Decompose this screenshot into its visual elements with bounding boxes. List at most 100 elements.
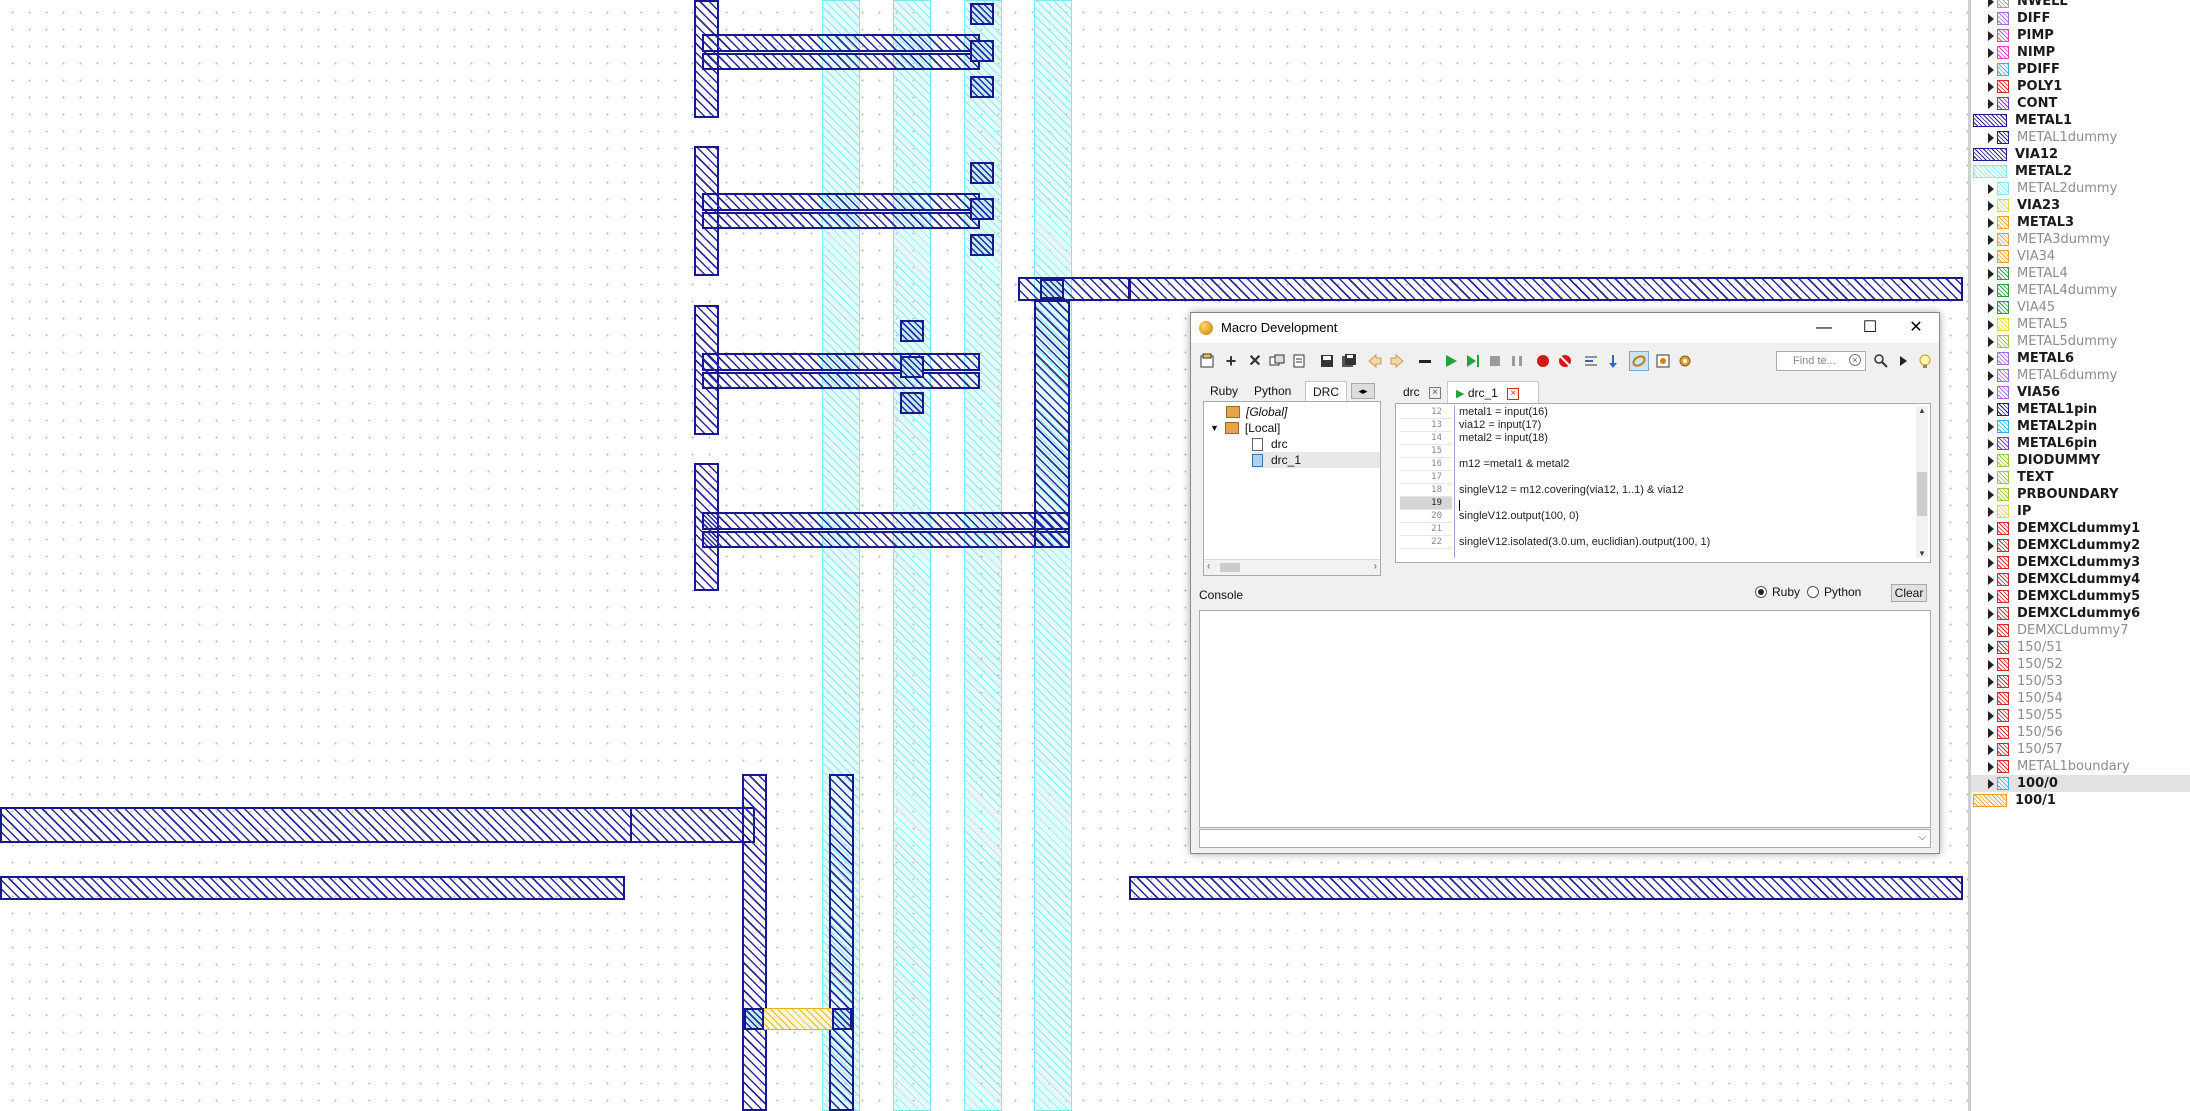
layer-swatch-icon[interactable] <box>1997 488 2009 501</box>
forward-icon[interactable] <box>1387 351 1407 371</box>
expand-arrow-icon[interactable] <box>1988 472 1994 483</box>
radio-indicator[interactable] <box>1807 586 1819 598</box>
layer-row[interactable]: IP <box>1971 503 2190 520</box>
expand-arrow-icon[interactable] <box>1988 659 1994 670</box>
back-icon[interactable] <box>1365 351 1385 371</box>
layer-swatch-icon[interactable] <box>1997 0 2009 8</box>
clear-button[interactable]: Clear <box>1891 584 1927 602</box>
metal1-shape[interactable] <box>702 34 980 52</box>
layer-swatch-icon[interactable] <box>1973 794 2007 807</box>
layer-swatch-icon[interactable] <box>1997 471 2009 484</box>
expand-arrow-icon[interactable] <box>1988 200 1994 211</box>
expand-arrow-icon[interactable] <box>1988 217 1994 228</box>
metal1-shape[interactable] <box>0 876 625 900</box>
via12-shape[interactable] <box>900 356 924 378</box>
expand-arrow-icon[interactable] <box>1988 778 1994 789</box>
scroll-right-icon[interactable]: › <box>1373 561 1377 572</box>
layer-row[interactable]: VIA12 <box>1971 146 2190 163</box>
expand-arrow-icon[interactable] <box>1988 81 1994 92</box>
code-line[interactable]: metal1 = input(16) <box>1459 406 1548 418</box>
expand-arrow-icon[interactable] <box>1988 693 1994 704</box>
layer-row[interactable]: DEMXCLdummy4 <box>1971 571 2190 588</box>
expand-arrow-icon[interactable] <box>1988 574 1994 585</box>
metal1-shape[interactable] <box>702 212 980 229</box>
layer-swatch-icon[interactable] <box>1997 556 2009 569</box>
find-next-icon[interactable] <box>1893 351 1913 371</box>
save-all-icon[interactable] <box>1339 351 1359 371</box>
settings-icon[interactable] <box>1675 351 1695 371</box>
layer-row[interactable]: DEMXCLdummy1 <box>1971 520 2190 537</box>
layer-row[interactable]: DEMXCLdummy2 <box>1971 537 2190 554</box>
tab-drc[interactable]: DRC <box>1305 381 1347 402</box>
expand-arrow-icon[interactable] <box>1988 64 1994 75</box>
layer-swatch-icon[interactable] <box>1997 760 2009 773</box>
expand-arrow-icon[interactable] <box>1988 98 1994 109</box>
layer-row[interactable]: 100/1 <box>1971 792 2190 809</box>
code-area[interactable]: metal1 = input(16)via12 = input(17)metal… <box>1454 406 1911 558</box>
layer-row[interactable]: METAL6 <box>1971 350 2190 367</box>
layer-swatch-icon[interactable] <box>1997 590 2009 603</box>
python-radio[interactable]: Python <box>1807 585 1861 599</box>
metal2-shape[interactable] <box>1034 0 1072 1111</box>
layer-row[interactable]: META3dummy <box>1971 231 2190 248</box>
layer-swatch-icon[interactable] <box>1973 165 2007 178</box>
layer-swatch-icon[interactable] <box>1997 777 2009 790</box>
layer-swatch-icon[interactable] <box>1997 301 2009 314</box>
metal2-shape[interactable] <box>964 0 1002 1111</box>
metal1-shape[interactable] <box>702 53 980 70</box>
expand-arrow-icon[interactable] <box>1988 608 1994 619</box>
tree-item-global[interactable]: [Global] <box>1226 404 1287 420</box>
expand-arrow-icon[interactable] <box>1988 455 1994 466</box>
layer-row[interactable]: 150/53 <box>1971 673 2190 690</box>
layer-row[interactable]: DIFF <box>1971 10 2190 27</box>
radio-indicator[interactable] <box>1755 586 1767 598</box>
tree-horizontal-scrollbar[interactable]: ‹ › <box>1204 559 1380 575</box>
layer-swatch-icon[interactable] <box>1997 29 2009 42</box>
step-into-icon[interactable] <box>1581 351 1601 371</box>
chevron-down-icon[interactable]: ⌵ <box>1918 832 1926 843</box>
layer-row[interactable]: PIMP <box>1971 27 2190 44</box>
layer-row[interactable]: DIODUMMY <box>1971 452 2190 469</box>
run-from-current-icon[interactable] <box>1463 351 1483 371</box>
layer-row[interactable]: METAL6pin <box>1971 435 2190 452</box>
expand-arrow-icon[interactable] <box>1988 387 1994 398</box>
expand-arrow-icon[interactable] <box>1988 132 1994 143</box>
layer-row[interactable]: PDIFF <box>1971 61 2190 78</box>
tab-ruby[interactable]: Ruby <box>1210 384 1239 398</box>
expand-arrow-icon[interactable] <box>1988 285 1994 296</box>
metal1-shape[interactable] <box>630 807 755 843</box>
layer-row[interactable]: 100/0 <box>1971 775 2190 792</box>
metal1-shape[interactable] <box>0 807 632 843</box>
scroll-left-icon[interactable]: ‹ <box>1207 561 1211 572</box>
new-macro-icon[interactable] <box>1197 351 1217 371</box>
code-tab-drc[interactable]: drc × <box>1395 381 1447 403</box>
layer-swatch-icon[interactable] <box>1997 284 2009 297</box>
layer-swatch-icon[interactable] <box>1997 403 2009 416</box>
rename-icon[interactable] <box>1267 351 1287 371</box>
scroll-down-icon[interactable]: ▼ <box>1918 549 1926 558</box>
layer-row[interactable]: VIA34 <box>1971 248 2190 265</box>
layer-swatch-icon[interactable] <box>1997 641 2009 654</box>
code-line[interactable]: singleV12.output(100, 0) <box>1459 510 1579 522</box>
layer-row[interactable]: DEMXCLdummy7 <box>1971 622 2190 639</box>
via12-shape[interactable] <box>970 3 994 25</box>
run-icon[interactable] <box>1441 351 1461 371</box>
layer-row[interactable]: METAL4 <box>1971 265 2190 282</box>
expand-arrow-icon[interactable] <box>1988 489 1994 500</box>
metal1-shape[interactable] <box>1018 277 1130 301</box>
expand-arrow-icon[interactable] <box>1988 591 1994 602</box>
layer-swatch-icon[interactable] <box>1997 46 2009 59</box>
tab-scroll-arrows-icon[interactable]: ◂▸ <box>1351 383 1375 399</box>
layer-row[interactable]: VIA45 <box>1971 299 2190 316</box>
layer-swatch-icon[interactable] <box>1997 12 2009 25</box>
expand-arrow-icon[interactable] <box>1988 540 1994 551</box>
metal2-shape[interactable] <box>893 0 931 1111</box>
expand-arrow-icon[interactable] <box>1988 676 1994 687</box>
layer-swatch-icon[interactable] <box>1997 250 2009 263</box>
metal3-shape[interactable] <box>762 1008 834 1030</box>
metal1-shape[interactable] <box>742 774 767 1111</box>
stop-icon[interactable] <box>1485 351 1505 371</box>
expand-arrow-icon[interactable] <box>1988 353 1994 364</box>
